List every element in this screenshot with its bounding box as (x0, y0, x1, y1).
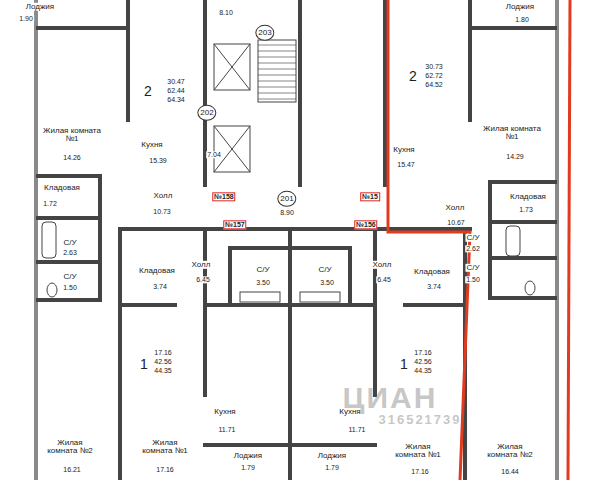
room-label: Кухня (140, 141, 163, 149)
room-label: 1.79 (324, 464, 340, 471)
highlight-outline (568, 0, 570, 480)
room-label: 6.45 (376, 276, 392, 283)
windows (36, 0, 557, 480)
room-label: 44.35 (153, 367, 173, 374)
watermark: 316521739 (378, 413, 461, 427)
room-label: 16.21 (62, 466, 82, 473)
room-label: С/У (465, 234, 480, 242)
room-label: Кладовая (138, 267, 176, 275)
room-label: Кладовая (43, 184, 81, 192)
room-label: Лоджия (233, 452, 263, 460)
room-label: 3.74 (426, 283, 442, 290)
room-label: 2.63 (62, 249, 78, 256)
room-label: 17.16 (153, 349, 173, 356)
room-label: 2 (143, 84, 153, 99)
room-label: 62.72 (424, 72, 444, 79)
room-label: 17.16 (155, 466, 175, 473)
room-label: 1.90 (18, 15, 34, 22)
room-label: 10.73 (152, 208, 172, 215)
room-label: 64.52 (424, 81, 444, 88)
apartment-number: №156 (354, 220, 377, 229)
room-label: 64.34 (166, 96, 186, 103)
room-label: 3.50 (255, 279, 271, 286)
room-label: 202 (197, 105, 216, 121)
core (42, 40, 535, 302)
room-label: 201 (277, 191, 296, 207)
room-label: 1 (399, 357, 409, 372)
room-label: 14.29 (505, 153, 525, 160)
room-label: 11.71 (218, 426, 237, 433)
room-label: 16.44 (500, 468, 520, 475)
room-label: 17.16 (413, 349, 433, 356)
room-label: Холл (445, 204, 466, 212)
room-label: Лоджия (505, 3, 535, 11)
room-label: 8.90 (279, 209, 295, 216)
room-label: 1.79 (240, 464, 256, 471)
room-label: 8.10 (218, 9, 234, 16)
room-label: 42.56 (153, 358, 173, 365)
room-label: С/У (317, 266, 332, 274)
watermark: ЦИАН (343, 382, 438, 414)
apartment-number: №157 (223, 220, 246, 229)
room-label: Жилая комната №1 (136, 439, 194, 456)
room-label: 2.62 (465, 245, 481, 252)
room-label: 30.73 (424, 63, 444, 70)
room-label: Кухня (392, 146, 415, 154)
room-label: Лоджия (317, 452, 347, 460)
room-label: 1 (139, 357, 149, 372)
room-label: Жилая комната №2 (481, 443, 539, 460)
room-label: Холл (372, 261, 393, 269)
room-label: 10.67 (446, 219, 466, 226)
room-label: Кладовая (509, 193, 547, 201)
room-label: Холл (153, 192, 174, 200)
room-label: С/У (62, 239, 77, 247)
room-label: 7.04 (206, 151, 222, 158)
room-label: 1.72 (42, 200, 58, 207)
room-label: С/У (465, 264, 480, 272)
room-label: Лоджия (25, 3, 55, 11)
room-label: 62.44 (166, 87, 186, 94)
room-label: С/У (255, 266, 270, 274)
room-label: Жилая комната №2 (41, 439, 99, 456)
room-label: 11.71 (348, 426, 367, 433)
room-label: 44.35 (413, 367, 433, 374)
room-label: 15.39 (148, 157, 168, 164)
room-label: 1.80 (514, 16, 530, 23)
room-label: 203 (255, 25, 274, 41)
room-label: Кухня (213, 408, 236, 416)
room-label: 3.50 (319, 279, 335, 286)
room-label: 6.45 (195, 276, 211, 283)
walls (38, 0, 555, 480)
room-label: Жилая комната №1 (41, 127, 103, 144)
apartment-number: №15 (360, 192, 380, 201)
room-label: Кладовая (413, 268, 451, 276)
room-label: 1.50 (465, 276, 481, 283)
room-label: 15.47 (396, 161, 416, 168)
room-label: 3.74 (152, 283, 168, 290)
room-label: 30.47 (166, 78, 186, 85)
room-label: Холл (191, 261, 212, 269)
room-label: С/У (62, 273, 77, 281)
room-label: 2 (408, 69, 418, 84)
room-label: Жилая комната №1 (389, 443, 447, 460)
room-label: 1.73 (518, 206, 534, 213)
room-label: 1.50 (62, 284, 78, 291)
room-label: 42.56 (413, 358, 433, 365)
room-label: 14.26 (62, 154, 82, 161)
apartment-number: №158 (212, 192, 235, 201)
room-label: Жилая комната №1 (481, 125, 543, 142)
room-label: 17.16 (410, 468, 430, 475)
